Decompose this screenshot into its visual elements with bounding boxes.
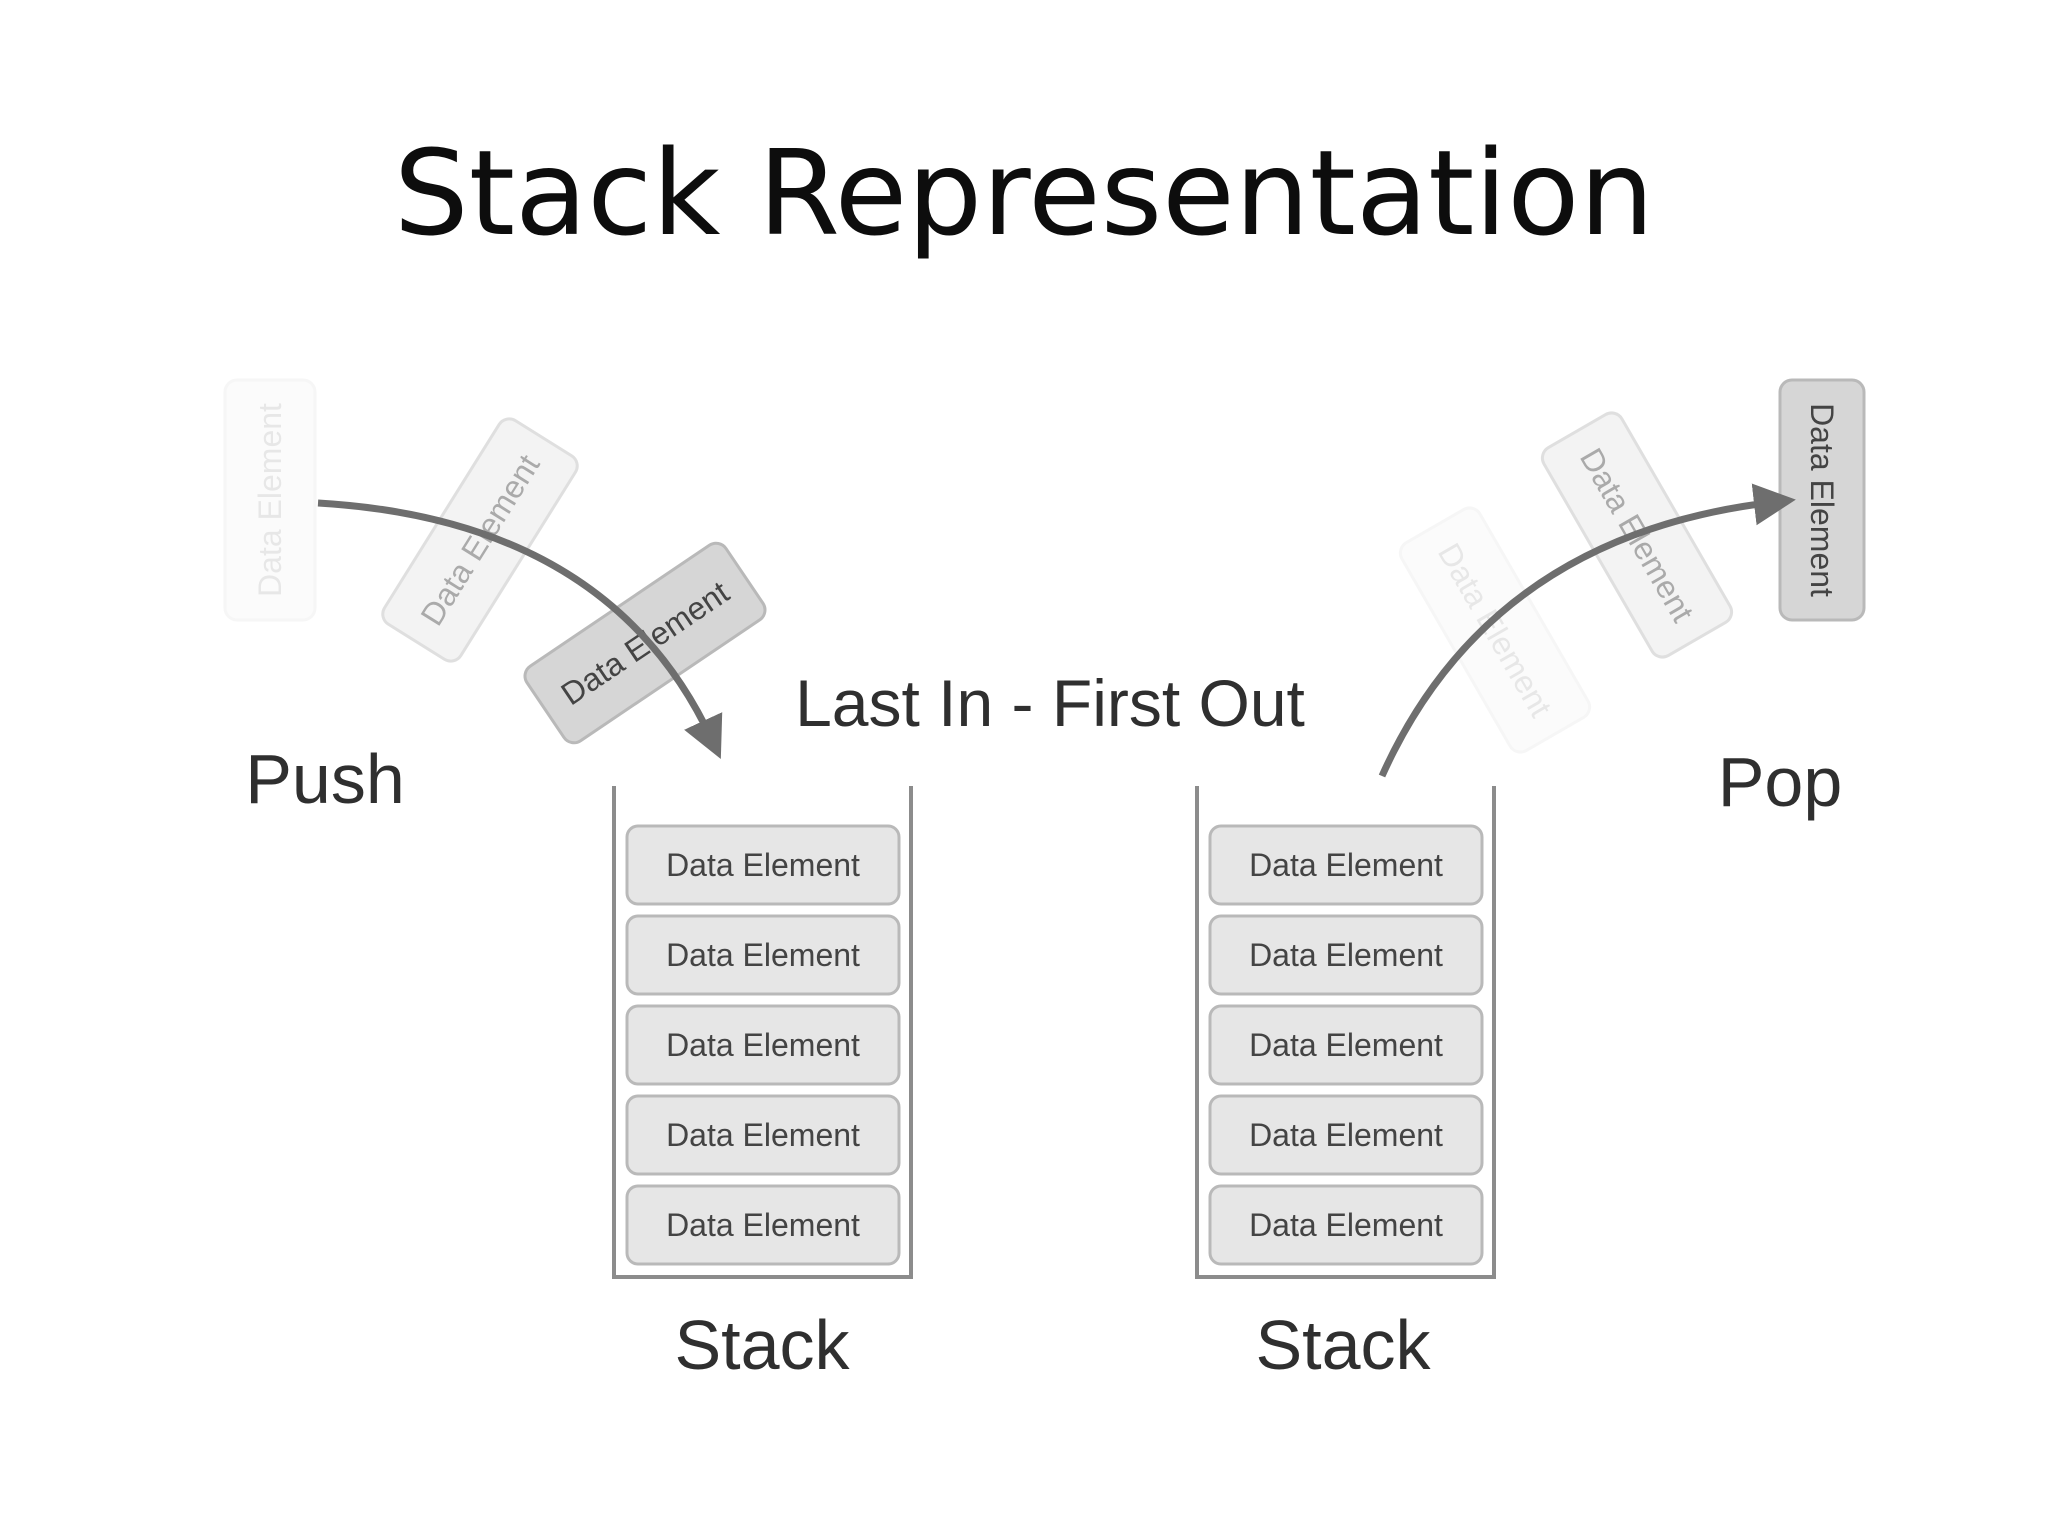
left-stack-element-2-label: Data Element xyxy=(666,937,860,973)
left-stack-element-4-label: Data Element xyxy=(666,1117,860,1153)
right-stack-label: Stack xyxy=(1255,1306,1431,1384)
pop-moving-element: Data Element xyxy=(1778,378,1866,622)
pop-label: Pop xyxy=(1718,743,1843,821)
right-stack-container xyxy=(1195,786,1496,1279)
push-ghost-element-1-label: Data Element xyxy=(252,403,288,597)
push-ghost-element-2: Data Element xyxy=(381,417,579,663)
left-stack-label: Stack xyxy=(674,1306,850,1384)
right-stack-element-5-label: Data Element xyxy=(1249,1207,1443,1243)
page-title: Stack Representation xyxy=(393,124,1655,262)
pop-moving-element-label: Data Element xyxy=(1804,403,1840,597)
push-ghost-element-1: Data Element xyxy=(223,378,317,622)
right-stack-element-2-label: Data Element xyxy=(1249,937,1443,973)
left-stack-container xyxy=(612,786,913,1279)
right-stack-element-2 xyxy=(1208,914,1484,996)
pop-ghost-element-1: Data Element xyxy=(1398,506,1592,754)
pop-arrow xyxy=(1378,483,1796,778)
left-stack-element-4 xyxy=(625,1094,901,1176)
lifo-label: Last In - First Out xyxy=(795,666,1305,740)
right-stack-element-4-label: Data Element xyxy=(1249,1117,1443,1153)
right-stack-element-1 xyxy=(1208,824,1484,906)
right-stack-element-3 xyxy=(1208,1004,1484,1086)
left-stack-element-3-label: Data Element xyxy=(666,1027,860,1063)
push-label: Push xyxy=(245,740,405,818)
left-stack-element-2 xyxy=(625,914,901,996)
left-stack-element-5-label: Data Element xyxy=(666,1207,860,1243)
left-stack-element-1-label: Data Element xyxy=(666,847,860,883)
right-stack-element-5 xyxy=(1208,1184,1484,1266)
left-stack-element-1 xyxy=(625,824,901,906)
right-stack-element-1-label: Data Element xyxy=(1249,847,1443,883)
right-stack-element-4 xyxy=(1208,1094,1484,1176)
left-stack-element-3 xyxy=(625,1004,901,1086)
right-stack-element-3-label: Data Element xyxy=(1249,1027,1443,1063)
left-stack-element-5 xyxy=(625,1184,901,1266)
push-arrow xyxy=(317,499,723,760)
